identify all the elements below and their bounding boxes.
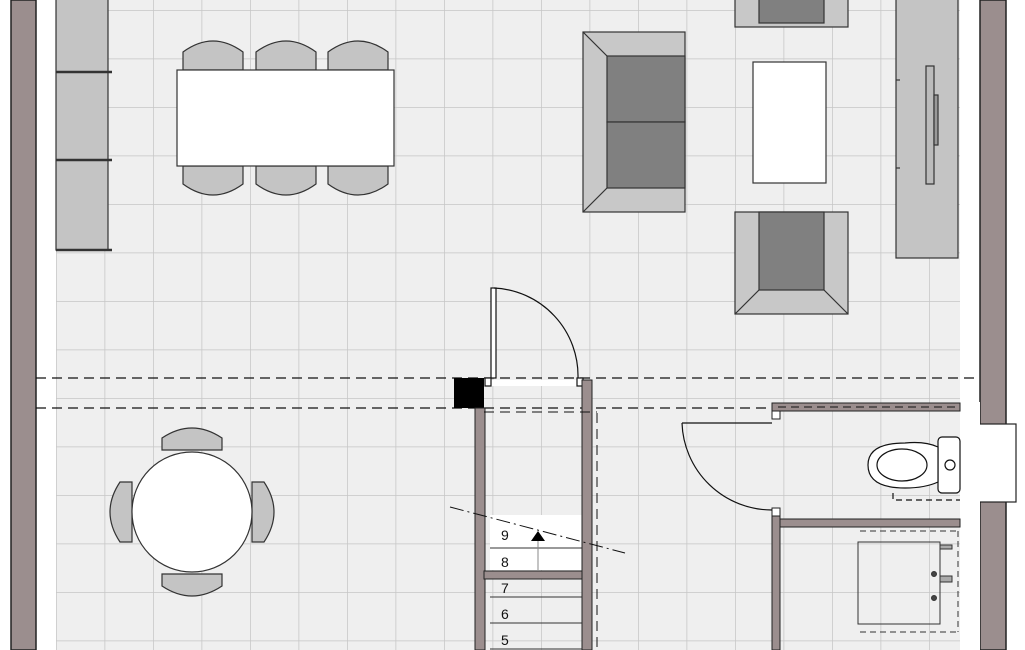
cut-line	[449, 506, 626, 554]
bathroom-door	[681, 422, 773, 511]
coffee-table	[752, 61, 827, 184]
step-number: 9	[501, 527, 509, 543]
tv-cabinet	[895, 0, 959, 259]
bathroom	[681, 402, 980, 650]
up-arrow-icon	[531, 531, 545, 541]
armchair-bottom	[734, 211, 849, 315]
round-table-set	[109, 427, 275, 597]
right-wall-lower	[979, 499, 1007, 650]
round-table	[131, 451, 253, 573]
bookshelf	[55, 0, 112, 252]
step-number: 8	[501, 554, 509, 570]
staircase: 9 8 7 6 5	[449, 379, 626, 650]
step-number: 7	[501, 580, 509, 596]
right-wall-upper	[979, 0, 1007, 426]
dining-set	[176, 40, 395, 196]
dining-table	[176, 69, 395, 167]
sink-cabinet	[857, 530, 960, 633]
sofa	[582, 31, 686, 213]
toilet	[867, 436, 961, 501]
armchair-top	[734, 0, 849, 28]
column	[454, 378, 484, 408]
tv	[925, 65, 935, 185]
step-number: 6	[501, 606, 509, 622]
step-number: 5	[501, 632, 509, 648]
left-wall	[10, 0, 37, 650]
